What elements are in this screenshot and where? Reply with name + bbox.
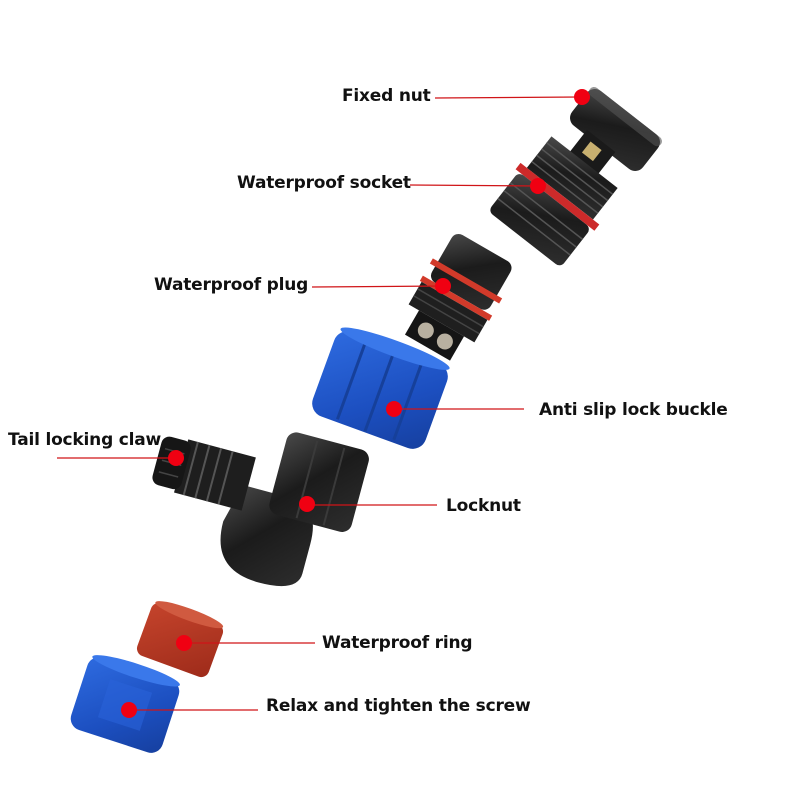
label-fixed-nut: Fixed nut [342, 86, 431, 106]
label-waterproof-plug: Waterproof plug [154, 275, 309, 295]
label-waterproof-ring: Waterproof ring [322, 633, 473, 653]
callout-dot-waterproof-socket [530, 178, 546, 194]
callout-dot-tail-locking-claw [168, 450, 184, 466]
relax-tighten-screw-part [70, 655, 180, 753]
callout-dot-waterproof-plug [435, 278, 451, 294]
label-anti-slip-lock-buckle: Anti slip lock buckle [539, 400, 728, 420]
label-locknut: Locknut [446, 496, 521, 516]
anti-slip-lock-buckle-part [312, 327, 450, 449]
callout-line-waterproof-socket [409, 184, 538, 187]
elbow-body-part [152, 432, 369, 587]
callout-dots [121, 89, 590, 718]
label-waterproof-socket: Waterproof socket [237, 173, 411, 193]
callout-dot-fixed-nut [574, 89, 590, 105]
fixed-nut-part [570, 86, 662, 172]
callout-line-fixed-nut [434, 96, 581, 99]
callout-dot-waterproof-ring [176, 635, 192, 651]
callout-dot-anti-slip-lock-buckle [386, 401, 402, 417]
label-relax-tighten-screw: Relax and tighten the screw [266, 696, 531, 716]
callout-lines [57, 96, 581, 711]
callout-dot-relax-tighten-screw [121, 702, 137, 718]
label-tail-locking-claw: Tail locking claw [8, 430, 162, 450]
callout-line-waterproof-plug [311, 285, 444, 288]
waterproof-plug-part [404, 233, 512, 361]
callout-dot-locknut [299, 496, 315, 512]
